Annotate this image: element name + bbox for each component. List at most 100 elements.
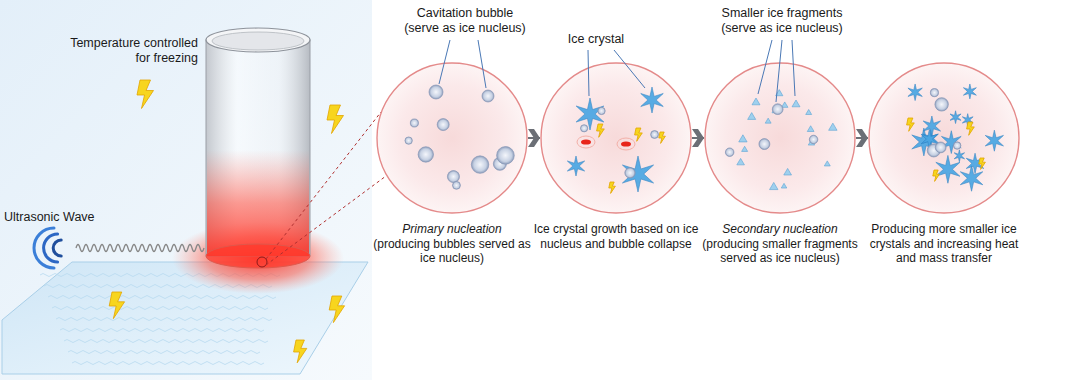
ice-fragment [739,135,747,142]
leader-line [792,40,795,96]
cell-view [540,62,692,214]
ice-fragment [737,158,745,164]
callout-label: Cavitation bubble (serve as ice nucleus) [398,6,532,36]
ice-fragment [792,100,800,107]
ice-fragment [807,126,814,132]
cavitation-bubble [809,135,818,144]
step-arrow [528,137,540,139]
cell-content [725,90,837,190]
lightning-bolt [967,122,975,135]
ice-crystal [950,111,961,124]
leader-line [614,50,645,88]
ice-crystal [936,155,960,183]
callout-label: Smaller ice fragments (serve as ice nucl… [708,6,856,36]
ultrasonic-wave [76,245,204,252]
ice-crystal [641,87,664,113]
ice-fragment [770,182,778,189]
ice-fragment [776,90,783,96]
cavitation-bubble [935,98,948,111]
cavitation-bubble [471,156,488,173]
cavitation-bubble [772,104,783,115]
cell-outline [705,63,855,213]
ice-crystal [908,84,922,101]
lightning-bolt [137,80,154,109]
cavitation-bubble [405,137,412,144]
cavitation-bubble [651,131,659,139]
callout-label: Temperature controlled for freezing [56,36,198,66]
liquid [207,150,309,256]
cavitation-bubble [598,107,605,114]
ice-crystal [622,156,653,192]
caption-text: Ice crystal growth based on ice nucleus … [530,222,702,251]
cavitation-bubble [429,85,443,99]
cavitation-bubble [482,90,494,102]
liquid-bottom [206,244,310,268]
lightning-bolt [109,292,124,319]
bubble-collapse [621,141,631,146]
step-arrow [692,137,704,139]
cell-content [405,85,514,189]
cell-outline [377,63,527,213]
ice-fragment [748,113,756,120]
ultrasonic-emitter [34,228,61,268]
lightning-bolt [294,340,307,363]
step-caption: Secondary nucleation(producing smaller f… [694,222,866,266]
zoom-line [266,112,386,265]
cell-content [567,87,665,193]
lightning-bolt [635,128,643,141]
ice-fragment [742,146,748,151]
lightning-bolt [659,132,666,143]
ice-fragment [824,161,830,166]
process-circle: Producing more smaller ice crystals and … [868,62,1020,214]
beaker [206,28,310,268]
leader-line [439,40,450,84]
step-caption: Producing more smaller ice crystals and … [858,222,1030,266]
ice-fragment [765,118,771,123]
cell-view [704,62,856,214]
cavitation-bubble [453,181,461,189]
cell-content [907,84,1004,191]
callout-label: Ice crystal [552,32,640,47]
background-panel [0,0,372,380]
cell-view [376,62,528,214]
cavitation-bubble [497,147,515,165]
caption-text: (producing bubbles served as ice nucleus… [366,237,538,266]
bubble-collapse [617,138,635,150]
cell-outline [541,63,691,213]
caption-text: (producing smaller fragments served as i… [694,237,866,266]
leader-line [776,40,782,102]
beaker-body [206,40,310,256]
cavitation-bubble [410,119,418,127]
lightning-bolt [609,182,616,193]
cavitation-bubble [447,171,459,183]
lightning-bolt [329,296,344,323]
step-arrow [856,137,868,139]
sample-spot [257,257,267,267]
cavitation-bubble [953,142,960,149]
lightning-bolt [933,170,940,181]
leader-line [758,40,772,94]
ice-fragment [784,168,792,175]
process-circle: Secondary nucleation(producing smaller f… [704,62,856,214]
cavitation-bubble [625,168,635,178]
leader-line [588,50,589,96]
step-caption: Primary nucleation(producing bubbles ser… [366,222,538,266]
cavitation-bubble [437,119,449,131]
cavitation-bubble [418,147,433,162]
ice-fragment [781,183,787,188]
cell-view [868,62,1020,214]
callout-label: Ultrasonic Wave [4,210,124,225]
caption-text: Producing more smaller ice crystals and … [858,222,1030,266]
ice-crystal [985,130,1003,151]
ice-crystal [567,156,584,176]
lightning-bolt [327,105,344,134]
ice-fragment [752,98,760,105]
bubble-collapse [577,136,595,148]
cavitation-bubble [935,142,946,153]
ice-crystal [954,150,964,162]
lightning-bolt [597,124,605,137]
cell-outline [869,63,1019,213]
ice-fragment [806,109,812,114]
process-circle: Ice crystal growth based on ice nucleus … [540,62,692,214]
leader-line [478,40,486,88]
